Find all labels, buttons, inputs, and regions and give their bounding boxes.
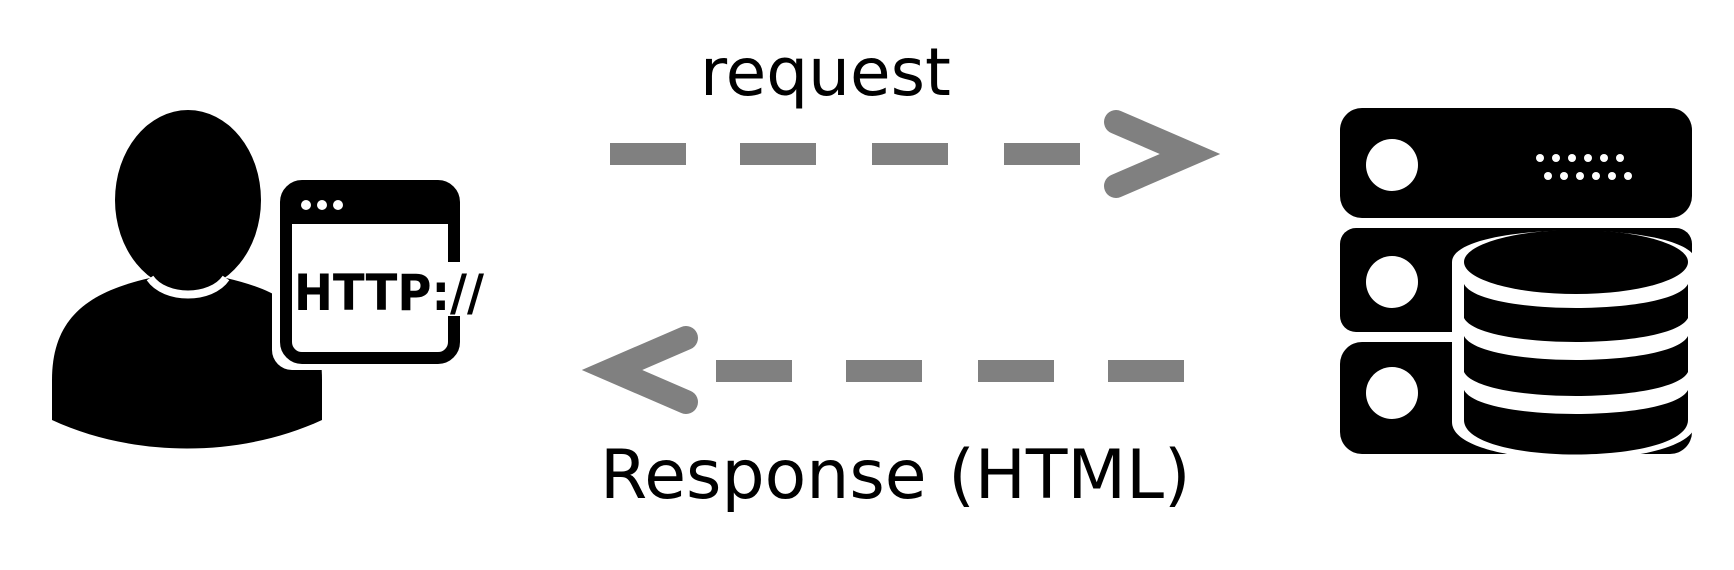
response-label: Response (HTML) [600,436,1191,515]
browser-dot-2 [317,200,327,210]
request-dash-3 [872,143,948,165]
request-dash-4 [1004,143,1080,165]
response-arrowhead-icon [581,326,698,414]
server-led-top [1366,139,1418,191]
database-layer-3 [1464,390,1688,455]
response-dash-4 [1108,360,1184,382]
user-body [52,278,322,449]
response-arrow [581,326,1184,414]
server-led-bottom [1366,367,1418,419]
request-arrowhead-icon [1104,110,1221,198]
response-dash-1 [716,360,792,382]
browser-text-patch [442,262,484,316]
browser-dot-1 [301,200,311,210]
server-led-middle [1366,256,1418,308]
browser-dot-3 [333,200,343,210]
response-dash-3 [978,360,1054,382]
request-dash-2 [740,143,816,165]
server-vent-dots [1536,154,1632,180]
request-dash-1 [610,143,686,165]
server-unit-top [1340,108,1692,218]
database-layer-2 [1464,336,1688,396]
request-label: request [700,34,951,111]
request-arrow [610,110,1221,198]
browser-title-bar [286,186,454,224]
response-dash-2 [846,360,922,382]
database-layer-1 [1464,284,1688,342]
database-icon [1452,230,1696,460]
browser-window-icon: HTTP:// [272,174,485,370]
user-neck-gap [146,275,230,299]
client-user-icon [52,110,322,449]
browser-http-text: HTTP:// [294,264,485,322]
database-top [1464,230,1688,294]
user-head [115,110,261,290]
